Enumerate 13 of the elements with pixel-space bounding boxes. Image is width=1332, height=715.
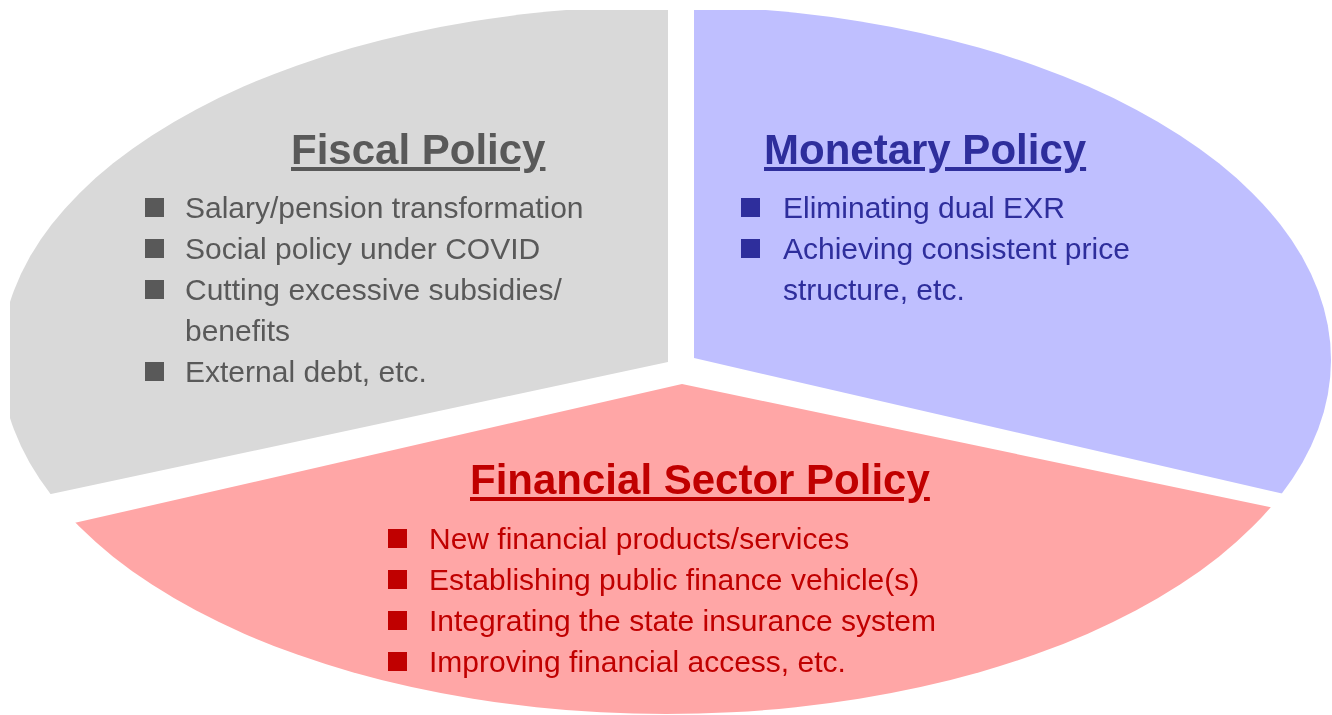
list-item-text: New financial products/services [429, 521, 850, 557]
list-item-text: Establishing public finance vehicle(s) [429, 562, 920, 598]
list-item-text: Eliminating dual EXR [783, 190, 1065, 226]
list-item-text: Social policy under COVID [185, 231, 541, 267]
list-item-text: Achieving consistent price structure, etc. [783, 231, 1131, 308]
list-item-text: Salary/pension transformation [185, 190, 584, 226]
list-item-text: External debt, etc. [185, 354, 427, 390]
segment-heading: Financial Sector Policy [470, 455, 930, 505]
list-item-text: Integrating the state insurance system [429, 603, 936, 639]
list-item-text: Improving financial access, etc. [429, 644, 846, 680]
segment-heading: Fiscal Policy [291, 125, 546, 175]
segment-heading: Monetary Policy [764, 125, 1087, 175]
list-item-text: Cutting excessive subsidies/ benefits [185, 272, 563, 349]
